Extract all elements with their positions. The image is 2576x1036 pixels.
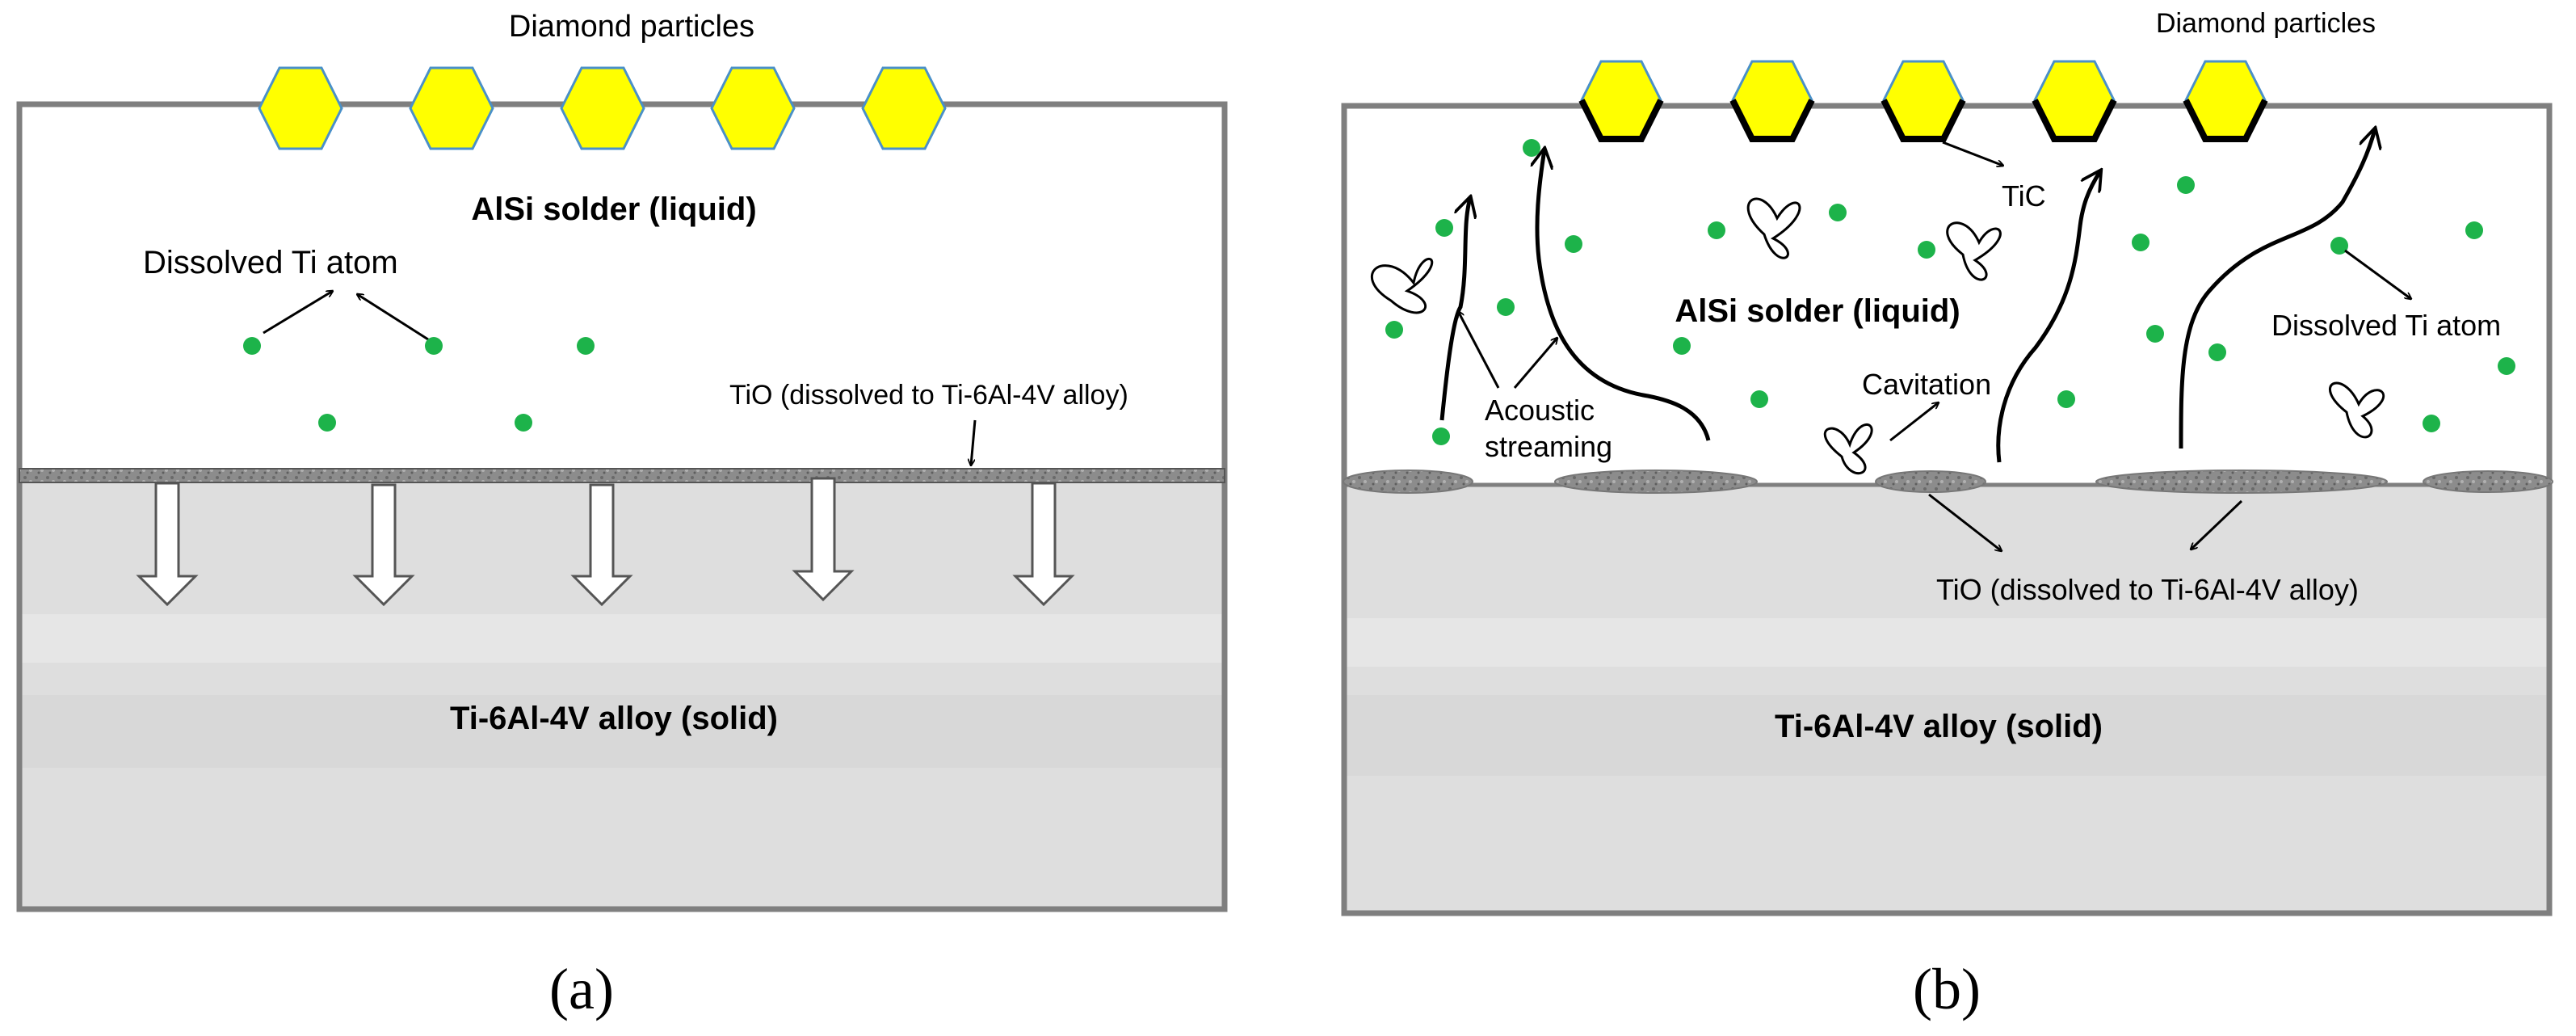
ti-atom <box>1829 204 1847 221</box>
diffusion-arrow <box>1012 482 1075 607</box>
solder-label: AlSi solder (liquid) <box>471 192 756 227</box>
cavitation-bubble-icon <box>2329 381 2385 439</box>
ti-atom <box>2146 325 2164 343</box>
alloy-band-b2 <box>1344 695 2549 776</box>
acoustic-streaming-flow <box>1537 150 1711 441</box>
cavitation-bubble-icon <box>1823 423 1873 475</box>
cavitation-label: Cavitation <box>1862 368 1991 401</box>
tio-arrow <box>2191 499 2243 550</box>
acoustic-pointer <box>1513 338 1557 389</box>
acoustic-streaming-label-2: streaming <box>1485 430 1612 463</box>
tio-arrow <box>1928 493 2002 551</box>
cavitation-bubble-icon <box>1946 221 2002 281</box>
alloy-label: Ti-6Al-4V alloy (solid) <box>450 701 778 736</box>
ti-atom <box>1523 139 1540 157</box>
ti-atom <box>2423 415 2440 432</box>
ti-atom <box>1385 321 1403 339</box>
ti-atom <box>318 414 336 432</box>
cavitation-bubble-icon <box>1746 197 1801 259</box>
panel-a: Diamond particles AlSi solder (liquid) D… <box>16 10 1228 1021</box>
ti-atom <box>243 337 261 355</box>
acoustic-streaming-flow <box>2179 129 2375 449</box>
alloy-label: Ti-6Al-4V alloy (solid) <box>1775 709 2103 744</box>
ti-atom <box>2177 176 2195 194</box>
alloy-band-a2 <box>19 695 1225 768</box>
acoustic-streaming-flow <box>1996 171 2100 463</box>
tio-island <box>1875 470 1986 493</box>
diamond-particles-label: Diamond particles <box>509 10 754 44</box>
diamond-particle <box>1881 60 1966 142</box>
alloy-band-b1 <box>1344 618 2549 667</box>
tio-island <box>2423 470 2553 493</box>
ti-atom <box>1435 219 1453 237</box>
ti-atom <box>2057 390 2075 408</box>
ti-atom <box>1432 427 1450 445</box>
diamond-particle <box>2183 60 2268 142</box>
diamond-particle <box>1578 60 1664 142</box>
diffusion-arrow <box>352 483 415 607</box>
ti-atom <box>1708 221 1725 239</box>
ti-atom-arrow <box>2344 249 2411 299</box>
diffusion-arrow <box>570 483 633 607</box>
tio-arrow <box>971 419 977 465</box>
alloy-substrate-a <box>19 477 1225 909</box>
ti-atom <box>2330 237 2348 255</box>
ti-atom <box>515 414 532 432</box>
tio-label: TiO (dissolved to Ti-6Al-4V alloy) <box>1936 573 2359 606</box>
diamond-particle <box>1729 60 1815 142</box>
acoustic-streaming-label-1: Acoustic <box>1485 394 1595 427</box>
tic-label: TiC <box>2002 179 2046 213</box>
diamond-particle <box>560 66 645 150</box>
ti-atom <box>1918 241 1935 259</box>
caption-a: (a) <box>549 957 614 1021</box>
solder-label: AlSi solder (liquid) <box>1675 293 1960 329</box>
diffusion-arrow <box>136 482 199 607</box>
tio-island <box>2095 470 2388 494</box>
diamond-particle <box>861 66 947 150</box>
diffusion-arrow <box>792 477 855 602</box>
panel-b: Diamond particles TiC AlSi solder (liqui… <box>1341 8 2553 1021</box>
diamond-particle <box>409 66 494 150</box>
diamond-particle <box>258 66 343 150</box>
diamond-particle <box>710 66 796 150</box>
ti-atom-label: Dissolved Ti atom <box>143 245 398 280</box>
diamond-particle <box>2032 60 2117 142</box>
ti-atom-label: Dissolved Ti atom <box>2271 309 2501 342</box>
ti-atom <box>425 337 443 355</box>
ti-atom <box>1497 298 1515 316</box>
ti-atom <box>577 337 595 355</box>
ti-atom <box>1565 235 1582 253</box>
tic-arrow <box>1942 141 2003 166</box>
ti-atom <box>2498 357 2515 375</box>
ti-atom <box>2465 221 2483 239</box>
acoustic-pointer <box>1458 311 1500 389</box>
tio-island <box>1554 470 1758 494</box>
ti-atom <box>1673 337 1691 355</box>
tio-label: TiO (dissolved to Ti-6Al-4V alloy) <box>729 380 1128 411</box>
tio-layer-a <box>19 468 1225 483</box>
ti-atom <box>1750 390 1768 408</box>
ti-atom-arrow <box>357 294 429 341</box>
ti-atom <box>2132 234 2149 251</box>
cavitation-bubble-icon <box>1371 258 1434 314</box>
acoustic-streaming-flow <box>1439 198 1470 421</box>
diamond-particles-label: Diamond particles <box>2156 8 2376 39</box>
ti-atom-arrow <box>263 291 333 335</box>
caption-b: (b) <box>1913 957 1981 1021</box>
cavitation-arrow <box>1889 402 1939 442</box>
ti-atom <box>2208 343 2226 361</box>
tio-island <box>1343 470 1473 494</box>
alloy-band-a1 <box>19 614 1225 663</box>
